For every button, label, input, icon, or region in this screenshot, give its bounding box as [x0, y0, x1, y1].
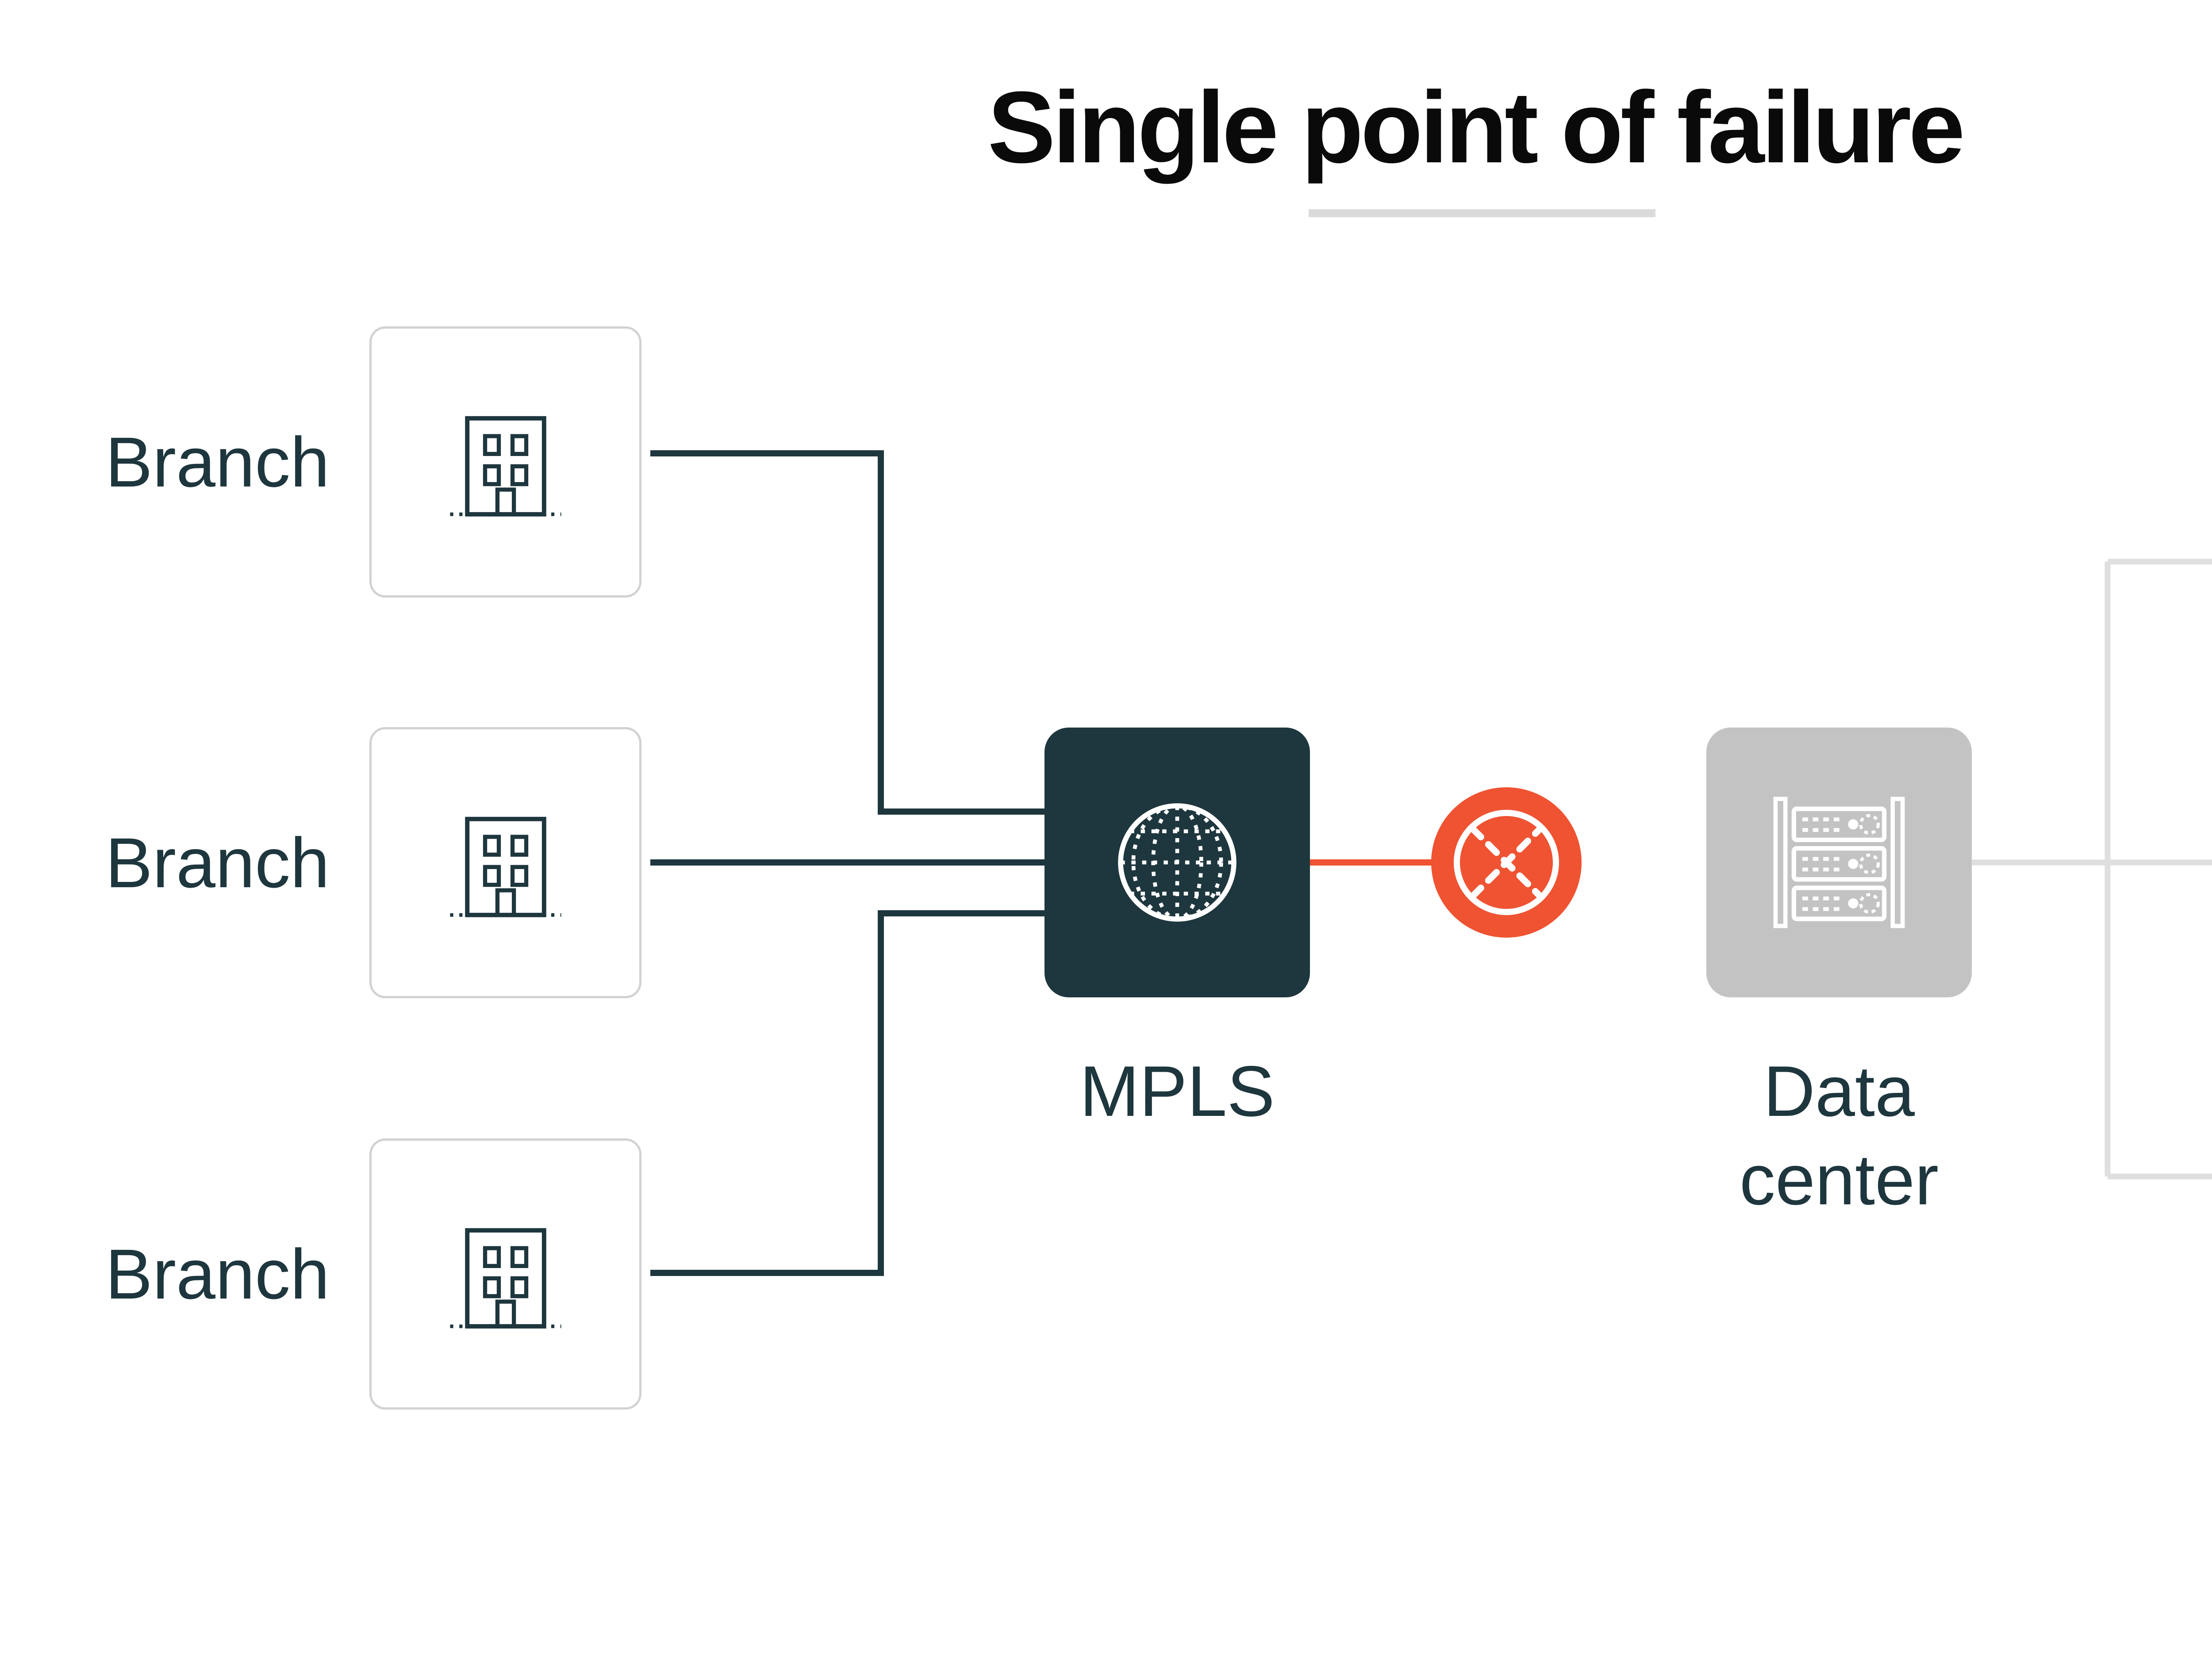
- datacenter-label-line2: center: [1739, 1140, 1939, 1220]
- title-underline: [1309, 209, 1655, 217]
- branch-label-2: Branch: [105, 823, 330, 902]
- datacenter-box: [1706, 728, 1972, 997]
- branch1-to-mpls-line: [650, 450, 1047, 815]
- building-icon: [437, 794, 574, 931]
- server-rack-icon: [1768, 796, 1910, 929]
- branch-label-3: Branch: [105, 1234, 330, 1314]
- failure-x-icon: [1431, 787, 1582, 938]
- branch-box-1: [369, 326, 641, 598]
- branch-box-2: [369, 727, 641, 998]
- branch-box-3: [369, 1138, 641, 1410]
- datacenter-label: Data center: [1706, 1047, 1972, 1224]
- mpls-box: [1045, 728, 1310, 997]
- datacenter-label-line1: Data: [1763, 1051, 1915, 1131]
- branch3-to-mpls-line: [650, 910, 1047, 1276]
- globe-icon: [1106, 792, 1248, 933]
- building-icon: [437, 394, 574, 531]
- mpls-label: MPLS: [1079, 1051, 1275, 1131]
- branch-label-1: Branch: [105, 422, 330, 502]
- building-icon: [437, 1206, 574, 1343]
- page-title: Single point of failure: [987, 70, 1965, 184]
